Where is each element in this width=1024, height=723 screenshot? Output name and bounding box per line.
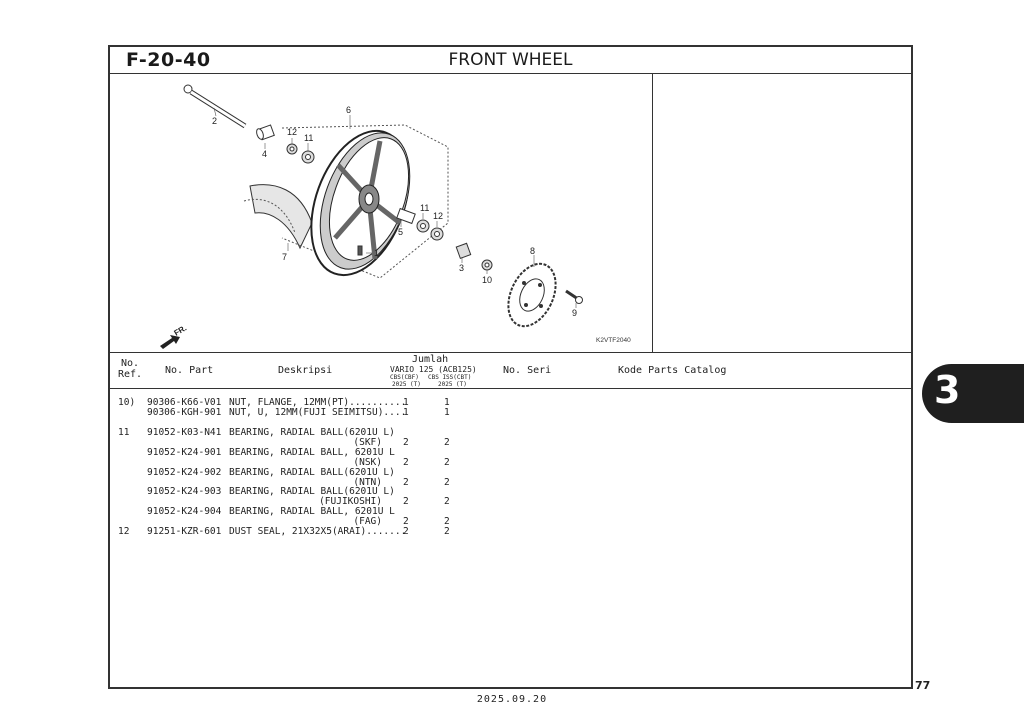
row-description: (NSK)	[353, 457, 382, 468]
callout-4: 4	[262, 149, 267, 159]
col-sub2a: CBS ISS(CBT)	[428, 374, 472, 381]
callout-5: 5	[398, 227, 403, 237]
row-qty-cbs-iss: 1	[444, 397, 450, 408]
section-tab-number: 3	[934, 368, 961, 412]
row-qty-cbs-iss: 2	[444, 477, 450, 488]
exploded-diagram: 2 4 12 11 6 7 1 5 11 12 3 10 8 9 FR. K2V…	[110, 73, 653, 352]
row-part-number: 91052-K24-904	[147, 506, 222, 517]
row-part-number: 90306-KGH-901	[147, 407, 222, 418]
col-catalog: Kode Parts Catalog	[618, 365, 727, 376]
col-ref: No. Ref.	[118, 358, 143, 380]
col-part: No. Part	[165, 365, 214, 376]
row-description: BEARING, RADIAL BALL, 6201U L	[229, 506, 395, 517]
row-description: BEARING, RADIAL BALL(6201U L)	[229, 427, 395, 438]
front-wheel-drawing: 2 4 12 11 6 7 1 5 11 12 3 10 8 9 FR. K2V…	[160, 84, 631, 349]
row-description: NUT, U, 12MM(FUJI SEIMITSU)....	[229, 407, 407, 418]
callout-9: 9	[572, 308, 577, 318]
row-description: BEARING, RADIAL BALL, 6201U L	[229, 447, 395, 458]
row-qty-cbs-iss: 2	[444, 516, 450, 527]
callout-labels	[213, 107, 577, 308]
row-qty-cbs: 2	[403, 496, 409, 507]
row-description: NUT, FLANGE, 12MM(PT)..........	[229, 397, 407, 408]
fr-label: FR.	[173, 323, 189, 337]
row-qty-cbs-iss: 2	[444, 437, 450, 448]
callout-8: 8	[530, 246, 535, 256]
callout-7: 7	[282, 252, 287, 262]
row-description: BEARING, RADIAL BALL(6201U L)	[229, 486, 395, 497]
col-qty: Jumlah	[412, 354, 449, 365]
page-header: F-20-40 FRONT WHEEL	[110, 47, 911, 74]
figure-code: K2VTF2040	[596, 337, 631, 344]
brake-disc-part	[507, 262, 557, 328]
col-sub1a: CBS(CBF)	[390, 374, 419, 381]
callout-12-top: 12	[287, 127, 297, 137]
row-qty-cbs: 1	[403, 397, 409, 408]
row-description: (FUJIKOSHI)	[319, 496, 382, 507]
catalog-page-frame: F-20-40 FRONT WHEEL	[108, 45, 913, 689]
col-model: VARIO 125 (ACB125)	[390, 365, 477, 374]
front-direction-arrow-icon	[160, 335, 180, 349]
callout-12-right: 12	[433, 211, 443, 221]
row-ref: 10)	[118, 397, 136, 408]
row-ref: 12	[118, 526, 130, 537]
col-sub1b: 2025 (T)	[392, 381, 421, 388]
row-description: DUST SEAL, 21X32X5(ARAI).......	[229, 526, 407, 537]
row-qty-cbs: 2	[403, 457, 409, 468]
row-description: BEARING, RADIAL BALL(6201U L)	[229, 467, 395, 478]
row-qty-cbs-iss: 2	[444, 457, 450, 468]
col-serial: No. Seri	[503, 365, 552, 376]
row-part-number: 91052-K24-903	[147, 486, 222, 497]
bearing-seal-top	[286, 143, 315, 164]
row-part-number: 91052-K03-N41	[147, 427, 222, 438]
page-title: FRONT WHEEL	[448, 50, 573, 70]
collar-nut-parts	[455, 242, 493, 271]
row-qty-cbs-iss: 2	[444, 496, 450, 507]
page-number: 77	[915, 679, 931, 692]
row-description: (NTN)	[353, 477, 382, 488]
row-description: (FAG)	[353, 516, 382, 527]
callout-3: 3	[459, 263, 464, 273]
row-ref: 11	[118, 427, 130, 438]
disc-bolt-part	[565, 289, 583, 304]
row-part-number: 91052-K24-902	[147, 467, 222, 478]
row-qty-cbs: 2	[403, 477, 409, 488]
table-header: No. Ref. No. Part Deskripsi Jumlah VARIO…	[110, 352, 911, 389]
row-qty-cbs: 1	[403, 407, 409, 418]
callout-1: 1	[374, 248, 379, 258]
row-qty-cbs: 2	[403, 516, 409, 527]
collar-bearings-right	[396, 207, 444, 241]
callout-11-right: 11	[420, 203, 429, 213]
row-qty-cbs: 2	[403, 526, 409, 537]
section-code: F-20-40	[126, 49, 211, 71]
callout-11-top: 11	[304, 133, 313, 143]
col-desc: Deskripsi	[278, 365, 333, 376]
valve-part	[357, 245, 363, 256]
callout-2: 2	[212, 116, 217, 126]
section-tab: 3	[922, 364, 1024, 423]
row-qty-cbs-iss: 2	[444, 526, 450, 537]
print-date: 2025.09.20	[476, 694, 548, 705]
wheel-rim-part	[310, 129, 411, 277]
callout-6: 6	[346, 105, 351, 115]
row-part-number: 90306-K66-V01	[147, 397, 222, 408]
axle-bolt-part	[183, 84, 247, 129]
row-description: (SKF)	[353, 437, 382, 448]
row-part-number: 91052-K24-901	[147, 447, 222, 458]
collar-part	[256, 124, 275, 141]
callout-10: 10	[482, 275, 492, 285]
row-qty-cbs-iss: 1	[444, 407, 450, 418]
tire-part	[243, 184, 313, 250]
col-sub2b: 2025 (T)	[438, 381, 467, 388]
row-qty-cbs: 2	[403, 437, 409, 448]
row-part-number: 91251-KZR-601	[147, 526, 222, 537]
